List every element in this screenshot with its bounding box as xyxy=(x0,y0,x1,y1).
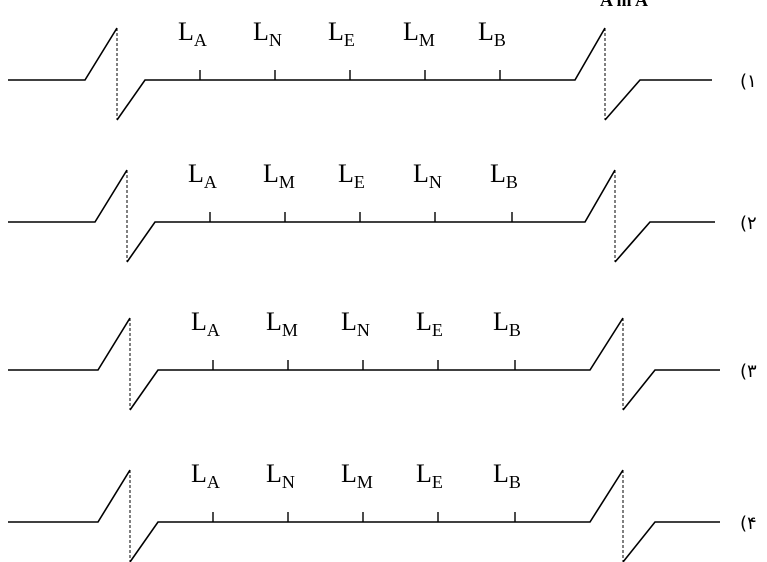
option-4: LA LN LM LE LB (۴ xyxy=(8,459,757,562)
left-segment xyxy=(8,169,128,223)
right-segment xyxy=(604,79,712,121)
right-segment xyxy=(622,521,720,562)
point-label: LM xyxy=(266,307,298,340)
option-number: (۳ xyxy=(740,361,757,382)
option-number: (۱ xyxy=(740,71,757,92)
point-label: LE xyxy=(416,459,443,492)
right-segment xyxy=(614,221,715,263)
point-label: LN xyxy=(341,307,370,340)
right-segment xyxy=(622,369,720,411)
point-label: LA xyxy=(188,159,217,192)
point-label: LA xyxy=(191,459,220,492)
point-label: LN xyxy=(266,459,295,492)
option-1: LA LN LE LM LB (۱ xyxy=(8,17,757,121)
point-label: LB xyxy=(493,307,521,340)
main-axis-line xyxy=(129,317,624,411)
main-axis-line xyxy=(126,169,616,263)
point-label: LB xyxy=(478,17,506,50)
point-label: LE xyxy=(328,17,355,50)
option-2: LA LM LE LN LB (۲ xyxy=(8,159,757,263)
point-label: LM xyxy=(403,17,435,50)
option-3: LA LM LN LE LB (۳ xyxy=(8,307,757,411)
left-segment xyxy=(8,317,131,371)
main-axis-line xyxy=(116,27,606,121)
left-segment xyxy=(8,27,118,81)
point-label: LB xyxy=(490,159,518,192)
point-label: LA xyxy=(191,307,220,340)
point-label: LE xyxy=(416,307,443,340)
option-number: (۲ xyxy=(740,213,757,234)
point-label: LN xyxy=(413,159,442,192)
point-label: LM xyxy=(263,159,295,192)
point-label: LM xyxy=(341,459,373,492)
left-segment xyxy=(8,469,131,523)
point-label: LE xyxy=(338,159,365,192)
point-label: LA xyxy=(178,17,207,50)
point-label: LN xyxy=(253,17,282,50)
main-axis-line xyxy=(129,469,624,562)
point-label: LB xyxy=(493,459,521,492)
option-number: (۴ xyxy=(740,513,757,534)
header-fragment: A m A xyxy=(600,0,648,10)
